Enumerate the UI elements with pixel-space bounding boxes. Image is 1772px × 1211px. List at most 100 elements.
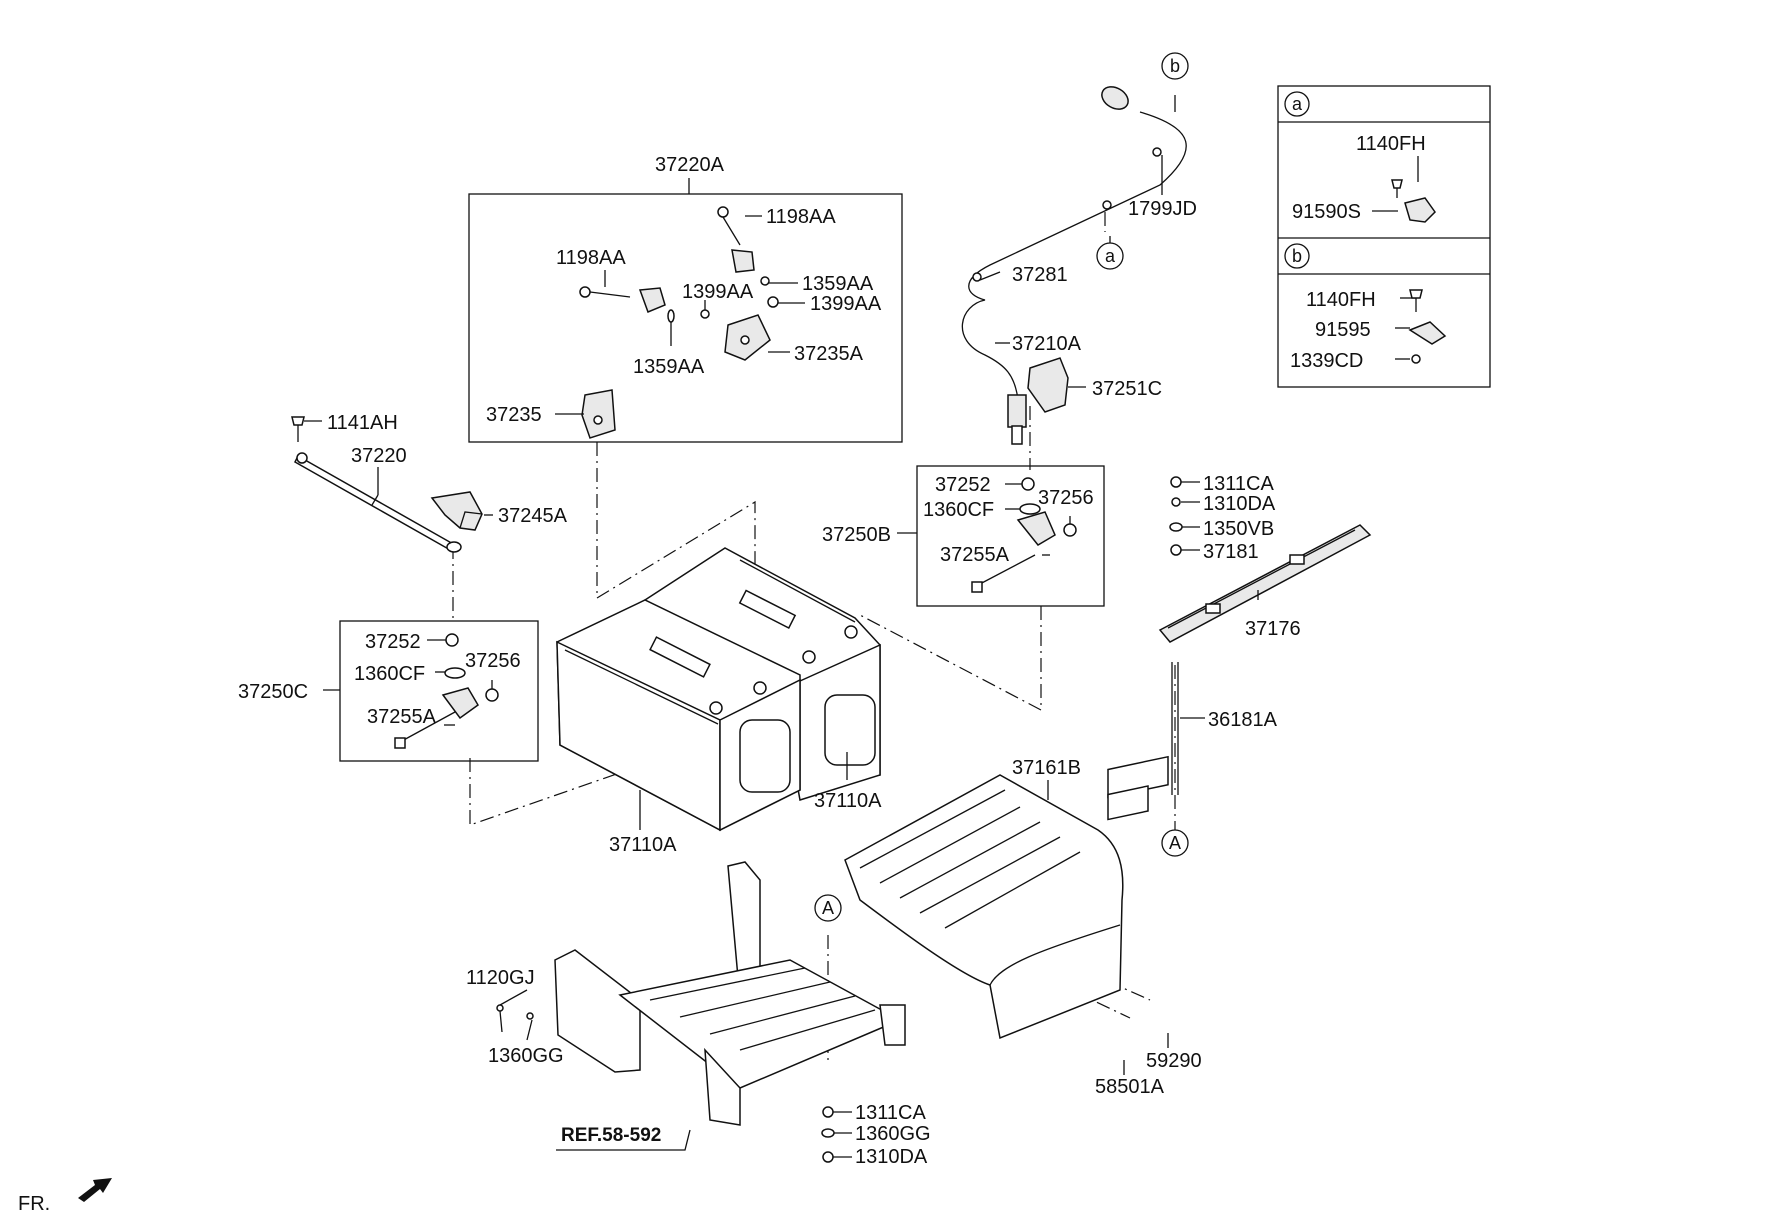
marker-a-mid: a (1096, 242, 1124, 270)
label-1120GJ: 1120GJ (466, 967, 535, 989)
label-37210A: 37210A (1012, 333, 1082, 355)
svg-text:A: A (822, 898, 834, 918)
label-1399AA-lower: 1399AA (810, 293, 882, 315)
bolt-1198AA-left[interactable] (579, 286, 631, 298)
assembly-line-left-cable (596, 442, 756, 690)
label-1399AA-upper: 1399AA (682, 281, 754, 303)
bolt-1120GJ[interactable] (496, 1004, 504, 1033)
label-1360CF-right: 1360CF (923, 499, 994, 521)
label-ref-58-592: REF.58-592 (561, 1125, 661, 1146)
legend-bolt-1140FH-b (1409, 289, 1423, 312)
label-37220: 37220 (351, 445, 407, 467)
label-1339CD: 1339CD (1290, 350, 1363, 372)
terminal-37255A-right[interactable] (971, 511, 1056, 593)
nut-1311CA-bottom[interactable] (822, 1106, 834, 1118)
label-1310DA-bottom: 1310DA (855, 1146, 928, 1168)
label-37110A-right: 37110A (814, 790, 882, 812)
label-36181A: 36181A (1208, 709, 1278, 731)
label-fr: FR. (18, 1193, 50, 1211)
terminal-37235A[interactable] (724, 314, 771, 361)
label-1198AA-upper: 1198AA (766, 206, 836, 228)
washer-1310DA-bottom[interactable] (822, 1151, 834, 1163)
label-1360GG-bottom: 1360GG (855, 1123, 931, 1145)
svg-text:b: b (1292, 246, 1302, 266)
label-37255A-right: 37255A (940, 544, 1010, 566)
label-37281: 37281 (1012, 264, 1068, 286)
grommet-37281[interactable] (972, 272, 982, 282)
washer-1350VB[interactable] (1169, 522, 1183, 532)
label-1140FH-b: 1140FH (1306, 289, 1376, 311)
washer-1359AA-lower[interactable] (667, 309, 675, 323)
label-37245A: 37245A (498, 505, 568, 527)
terminal-cover-37251C[interactable] (1027, 357, 1069, 413)
assembly-line-right-box (859, 606, 1042, 711)
battery-cover-37161B[interactable] (844, 774, 1124, 1040)
label-58501A: 58501A (1095, 1076, 1165, 1098)
label-1141AH: 1141AH (327, 412, 398, 434)
leader-lines (304, 95, 1419, 1158)
label-59290: 59290 (1146, 1050, 1202, 1072)
terminal-cover-37245A[interactable] (430, 491, 483, 531)
legend-bolt-1140FH-a (1391, 179, 1403, 198)
nut-37252-right[interactable] (1021, 477, 1035, 491)
terminal-37235[interactable] (581, 389, 616, 439)
nut-1399AA-upper[interactable] (767, 296, 779, 308)
marker-b-legend: b (1284, 243, 1310, 269)
legend-nut-1339CD (1411, 354, 1421, 364)
label-37252-right: 37252 (935, 474, 991, 496)
nut-37256-right[interactable] (1063, 523, 1077, 537)
washer-1360CF-right[interactable] (1019, 503, 1041, 515)
part-labels: 37220A 1198AA 1198AA 1359AA 1399AA 1399A… (18, 133, 1426, 1211)
washer-1360CF-left[interactable] (444, 667, 466, 679)
battery-tray[interactable] (554, 861, 906, 1126)
nut-1399AA-lower[interactable] (700, 309, 710, 319)
label-37256-right: 37256 (1038, 487, 1094, 509)
bolt-1141AH[interactable] (291, 416, 305, 442)
terminal-box-37250C (339, 620, 539, 762)
label-1310DA-top: 1310DA (1203, 493, 1276, 515)
marker-a-legend: a (1284, 91, 1310, 117)
battery-left[interactable] (556, 599, 801, 832)
assembly-line-labels (1059, 959, 1151, 1001)
washer-1360GG-bottom[interactable] (821, 1128, 835, 1138)
washer-1360GG-left[interactable] (526, 1012, 534, 1020)
label-37255A-left: 37255A (367, 706, 437, 728)
label-37181: 37181 (1203, 541, 1259, 563)
legend-clip-91590S (1404, 197, 1436, 223)
kit-box-37220A (468, 193, 903, 443)
svg-text:A: A (1169, 833, 1181, 853)
label-1311CA-bottom: 1311CA (855, 1102, 926, 1124)
battery-jumper-cable[interactable] (638, 249, 755, 313)
rod-36181A[interactable] (1171, 662, 1179, 795)
nut-1311CA-top[interactable] (1170, 476, 1182, 488)
label-37252-left: 37252 (365, 631, 421, 653)
clip-1799JD[interactable] (1102, 147, 1162, 210)
washer-1310DA-top[interactable] (1171, 497, 1181, 507)
terminal-box-37250B (916, 465, 1105, 607)
label-1311CA-top: 1311CA (1203, 473, 1274, 495)
label-37250C: 37250C (238, 681, 308, 703)
nut-37181[interactable] (1170, 544, 1182, 556)
label-37220A: 37220A (655, 154, 725, 176)
bolt-1198AA-upper[interactable] (717, 206, 741, 246)
bracket-37176[interactable] (1158, 524, 1372, 643)
label-1359AA-lower: 1359AA (633, 356, 705, 378)
marker-b-top: b (1161, 52, 1189, 80)
label-1198AA-left: 1198AA (556, 247, 626, 269)
battery-cable-37210A[interactable] (961, 82, 1187, 445)
battery-bar-37220[interactable] (294, 452, 462, 553)
label-37250B: 37250B (822, 524, 891, 546)
assembly-line-left-box (469, 690, 721, 826)
nut-1359AA-upper[interactable] (760, 276, 770, 286)
terminal-37255A-left[interactable] (394, 687, 479, 749)
label-58501A[interactable] (1107, 785, 1149, 821)
label-1360GG-left: 1360GG (488, 1045, 564, 1067)
legend-clip-91595 (1408, 321, 1447, 345)
label-1360CF-left: 1360CF (354, 663, 425, 685)
label-1799JD: 1799JD (1128, 198, 1197, 220)
nut-37252-left[interactable] (445, 633, 459, 647)
label-1140FH-a: 1140FH (1356, 133, 1426, 155)
nut-37256-left[interactable] (485, 688, 499, 702)
